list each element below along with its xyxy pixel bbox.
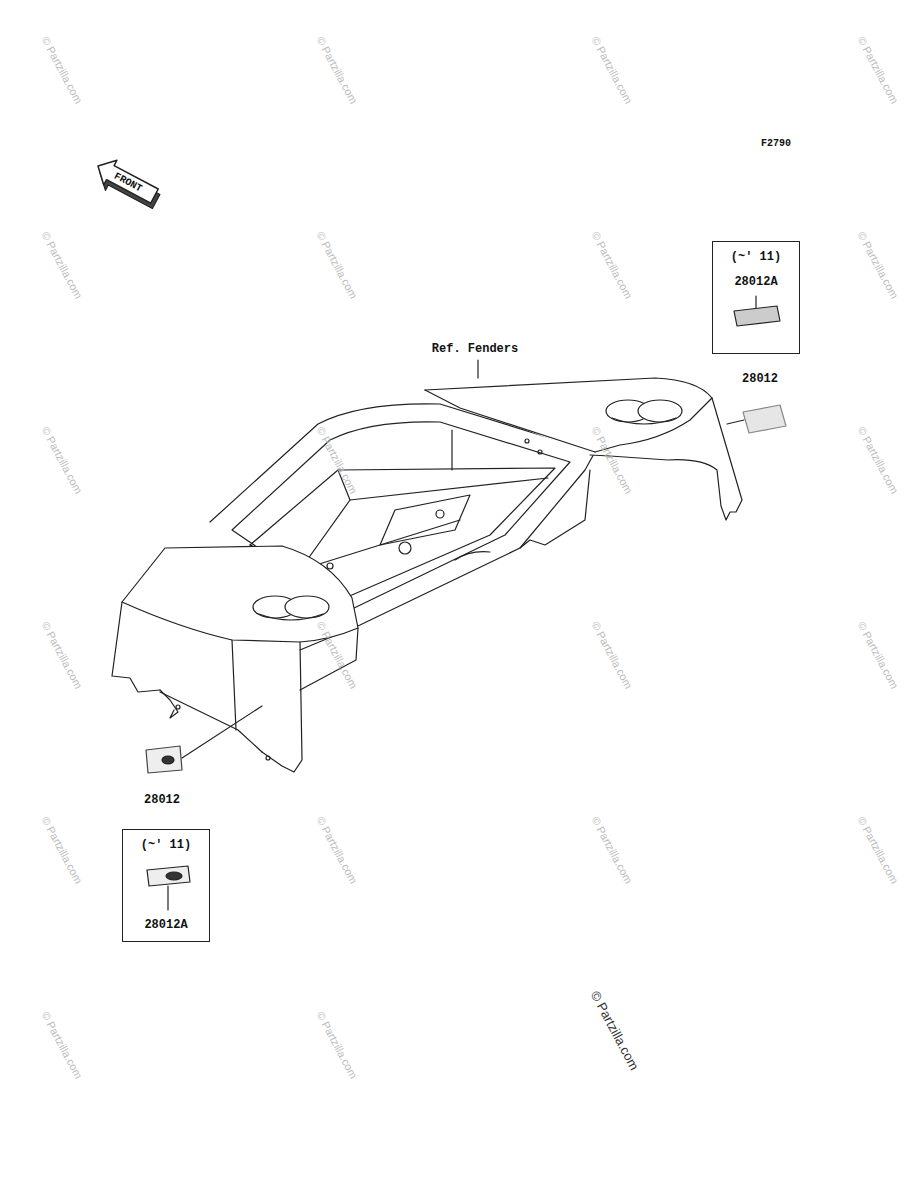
model-year-note: (~' 11) <box>713 250 799 264</box>
watermark: © Partzilla.com <box>39 814 84 885</box>
watermark: © Partzilla.com <box>39 1009 84 1080</box>
watermark: © Partzilla.com <box>589 814 634 885</box>
leader-line <box>167 886 168 910</box>
leader-line <box>477 360 478 378</box>
part-name: Ref. Fenders <box>432 342 518 356</box>
watermark: © Partzilla.com <box>314 229 359 300</box>
reflector-decal <box>146 746 182 773</box>
reflector-decal <box>734 306 780 326</box>
watermark: © Partzilla.com <box>39 619 84 690</box>
leader-line <box>727 420 744 424</box>
watermark: © Partzilla.com <box>314 1009 359 1080</box>
callout-number: 28012 <box>144 793 180 807</box>
watermark: © Partzilla.com <box>589 34 634 105</box>
watermark: © Partzilla.com <box>855 619 900 690</box>
leader-line <box>755 296 756 308</box>
figure-code: F2790 <box>761 138 791 149</box>
leader-line <box>182 706 262 758</box>
watermark: © Partzilla.com <box>589 229 634 300</box>
callout-number: 28012 <box>742 372 778 386</box>
watermark: © Partzilla.com <box>314 814 359 885</box>
watermark: © Partzilla.com <box>855 34 900 105</box>
watermark: © Partzilla.com <box>588 988 642 1072</box>
watermark: © Partzilla.com <box>589 619 634 690</box>
cargo-bed <box>210 404 595 650</box>
watermark: © Partzilla.com <box>39 424 84 495</box>
watermark: © Partzilla.com <box>39 229 84 300</box>
model-year-note: (~' 11) <box>123 838 209 852</box>
reflector-decal <box>743 405 786 433</box>
callout-number: 28012A <box>713 275 799 289</box>
watermark: © Partzilla.com <box>855 229 900 300</box>
watermark: © Partzilla.com <box>314 34 359 105</box>
callout-number: 28012A <box>123 918 209 932</box>
watermark: © Partzilla.com <box>39 34 84 105</box>
variant-box: (~' 11) 28012A <box>712 241 800 354</box>
watermark: © Partzilla.com <box>855 424 900 495</box>
front-arrow <box>90 154 165 214</box>
watermark: © Partzilla.com <box>855 814 900 885</box>
reflector-decal <box>147 866 190 886</box>
variant-box: (~' 11) 28012A <box>122 829 210 942</box>
right-fender <box>425 378 742 520</box>
